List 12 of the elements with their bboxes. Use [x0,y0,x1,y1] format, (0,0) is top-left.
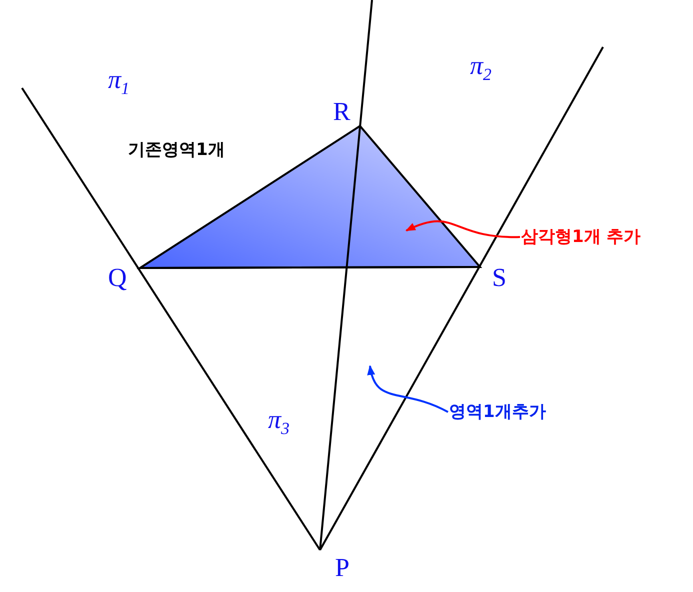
point-label: R [333,98,350,126]
point-label: P [335,554,350,582]
callout-text: 영역1개추가 [449,402,546,422]
region-note: 기존영역1개 [128,140,225,160]
point-label: S [492,264,506,292]
leader-arrow [405,220,520,238]
region-label: π$_{2}$ [470,52,492,86]
point-label: Q [108,264,127,292]
region-label: π$_{3}$ [268,406,290,440]
region-label: π$_{1}$ [108,66,130,100]
leader-arrow [368,365,448,413]
callout-text: 삼각형1개 추가 [521,227,641,247]
